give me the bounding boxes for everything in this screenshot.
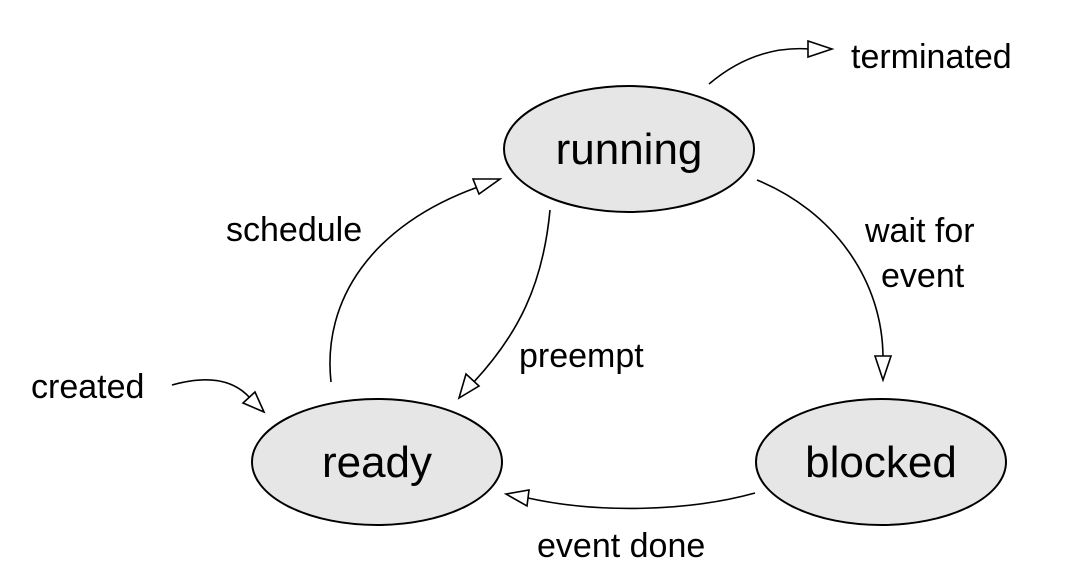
wait-for-event-edge	[756, 179, 884, 359]
state-running-label: running	[556, 125, 703, 174]
transition-preempt: preempt	[457, 209, 644, 400]
terminated-edge	[708, 47, 811, 85]
transition-wait-for-event: wait for event	[756, 179, 975, 383]
wait-for-event-arrowhead	[873, 355, 893, 383]
terminated-arrowhead	[807, 39, 835, 59]
terminated-label: terminated	[851, 38, 1012, 76]
transition-created: created	[31, 368, 266, 414]
schedule-arrowhead	[471, 178, 503, 196]
created-edge	[171, 379, 251, 399]
preempt-arrowhead	[457, 372, 481, 400]
preempt-label: preempt	[519, 337, 644, 375]
transition-schedule: schedule	[226, 178, 503, 383]
state-ready: ready	[251, 398, 503, 526]
wait-for-event-label-line2: event	[881, 257, 965, 295]
event-done-edge	[527, 492, 756, 510]
state-blocked-label: blocked	[805, 438, 957, 487]
state-ready-shape	[251, 398, 503, 526]
state-ready-label: ready	[322, 438, 432, 487]
transition-event-done: event done	[503, 489, 756, 565]
schedule-label: schedule	[226, 211, 362, 249]
preempt-edge	[471, 209, 551, 385]
state-running: running	[503, 85, 755, 213]
state-running-shape	[503, 85, 755, 213]
created-arrowhead	[241, 390, 266, 414]
created-label: created	[31, 368, 144, 406]
schedule-edge	[329, 186, 479, 383]
event-done-arrowhead	[503, 489, 530, 508]
wait-for-event-label-line1: wait for	[864, 212, 975, 250]
state-blocked: blocked	[755, 398, 1007, 526]
state-blocked-shape	[755, 398, 1007, 526]
event-done-label: event done	[537, 527, 705, 565]
transition-terminated: terminated	[708, 38, 1012, 85]
